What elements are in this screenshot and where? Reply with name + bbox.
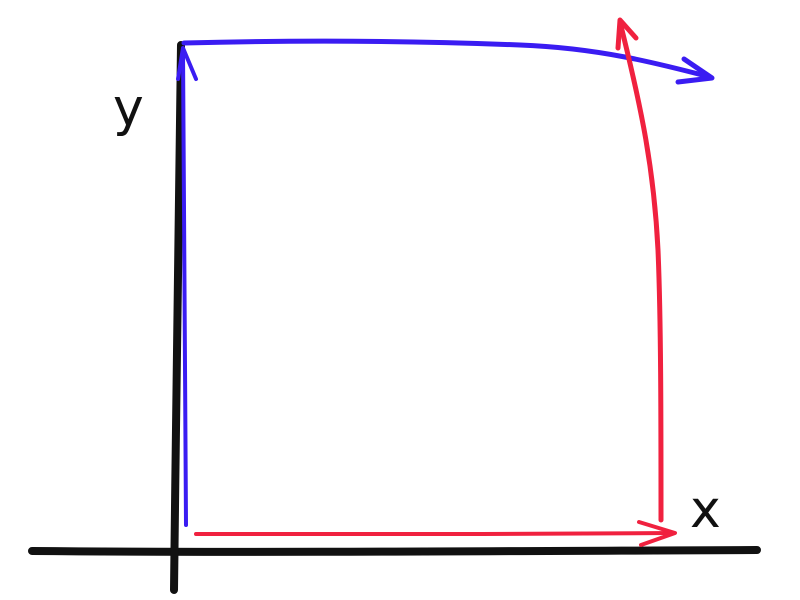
red-right-arrow bbox=[194, 531, 676, 537]
y-axis-label: y bbox=[113, 78, 144, 138]
blue-right-arrow bbox=[181, 38, 713, 80]
red-up-arrow bbox=[617, 19, 664, 523]
blue-up-arrow bbox=[181, 48, 188, 527]
blue-up-arrowhead bbox=[176, 46, 198, 81]
blue-right-arrowhead bbox=[675, 56, 715, 85]
red-right-arrowhead bbox=[637, 520, 677, 547]
red-up-arrowhead bbox=[615, 17, 639, 51]
y-axis bbox=[170, 41, 185, 594]
x-axis bbox=[28, 546, 761, 556]
x-axis-label: x bbox=[690, 480, 721, 540]
